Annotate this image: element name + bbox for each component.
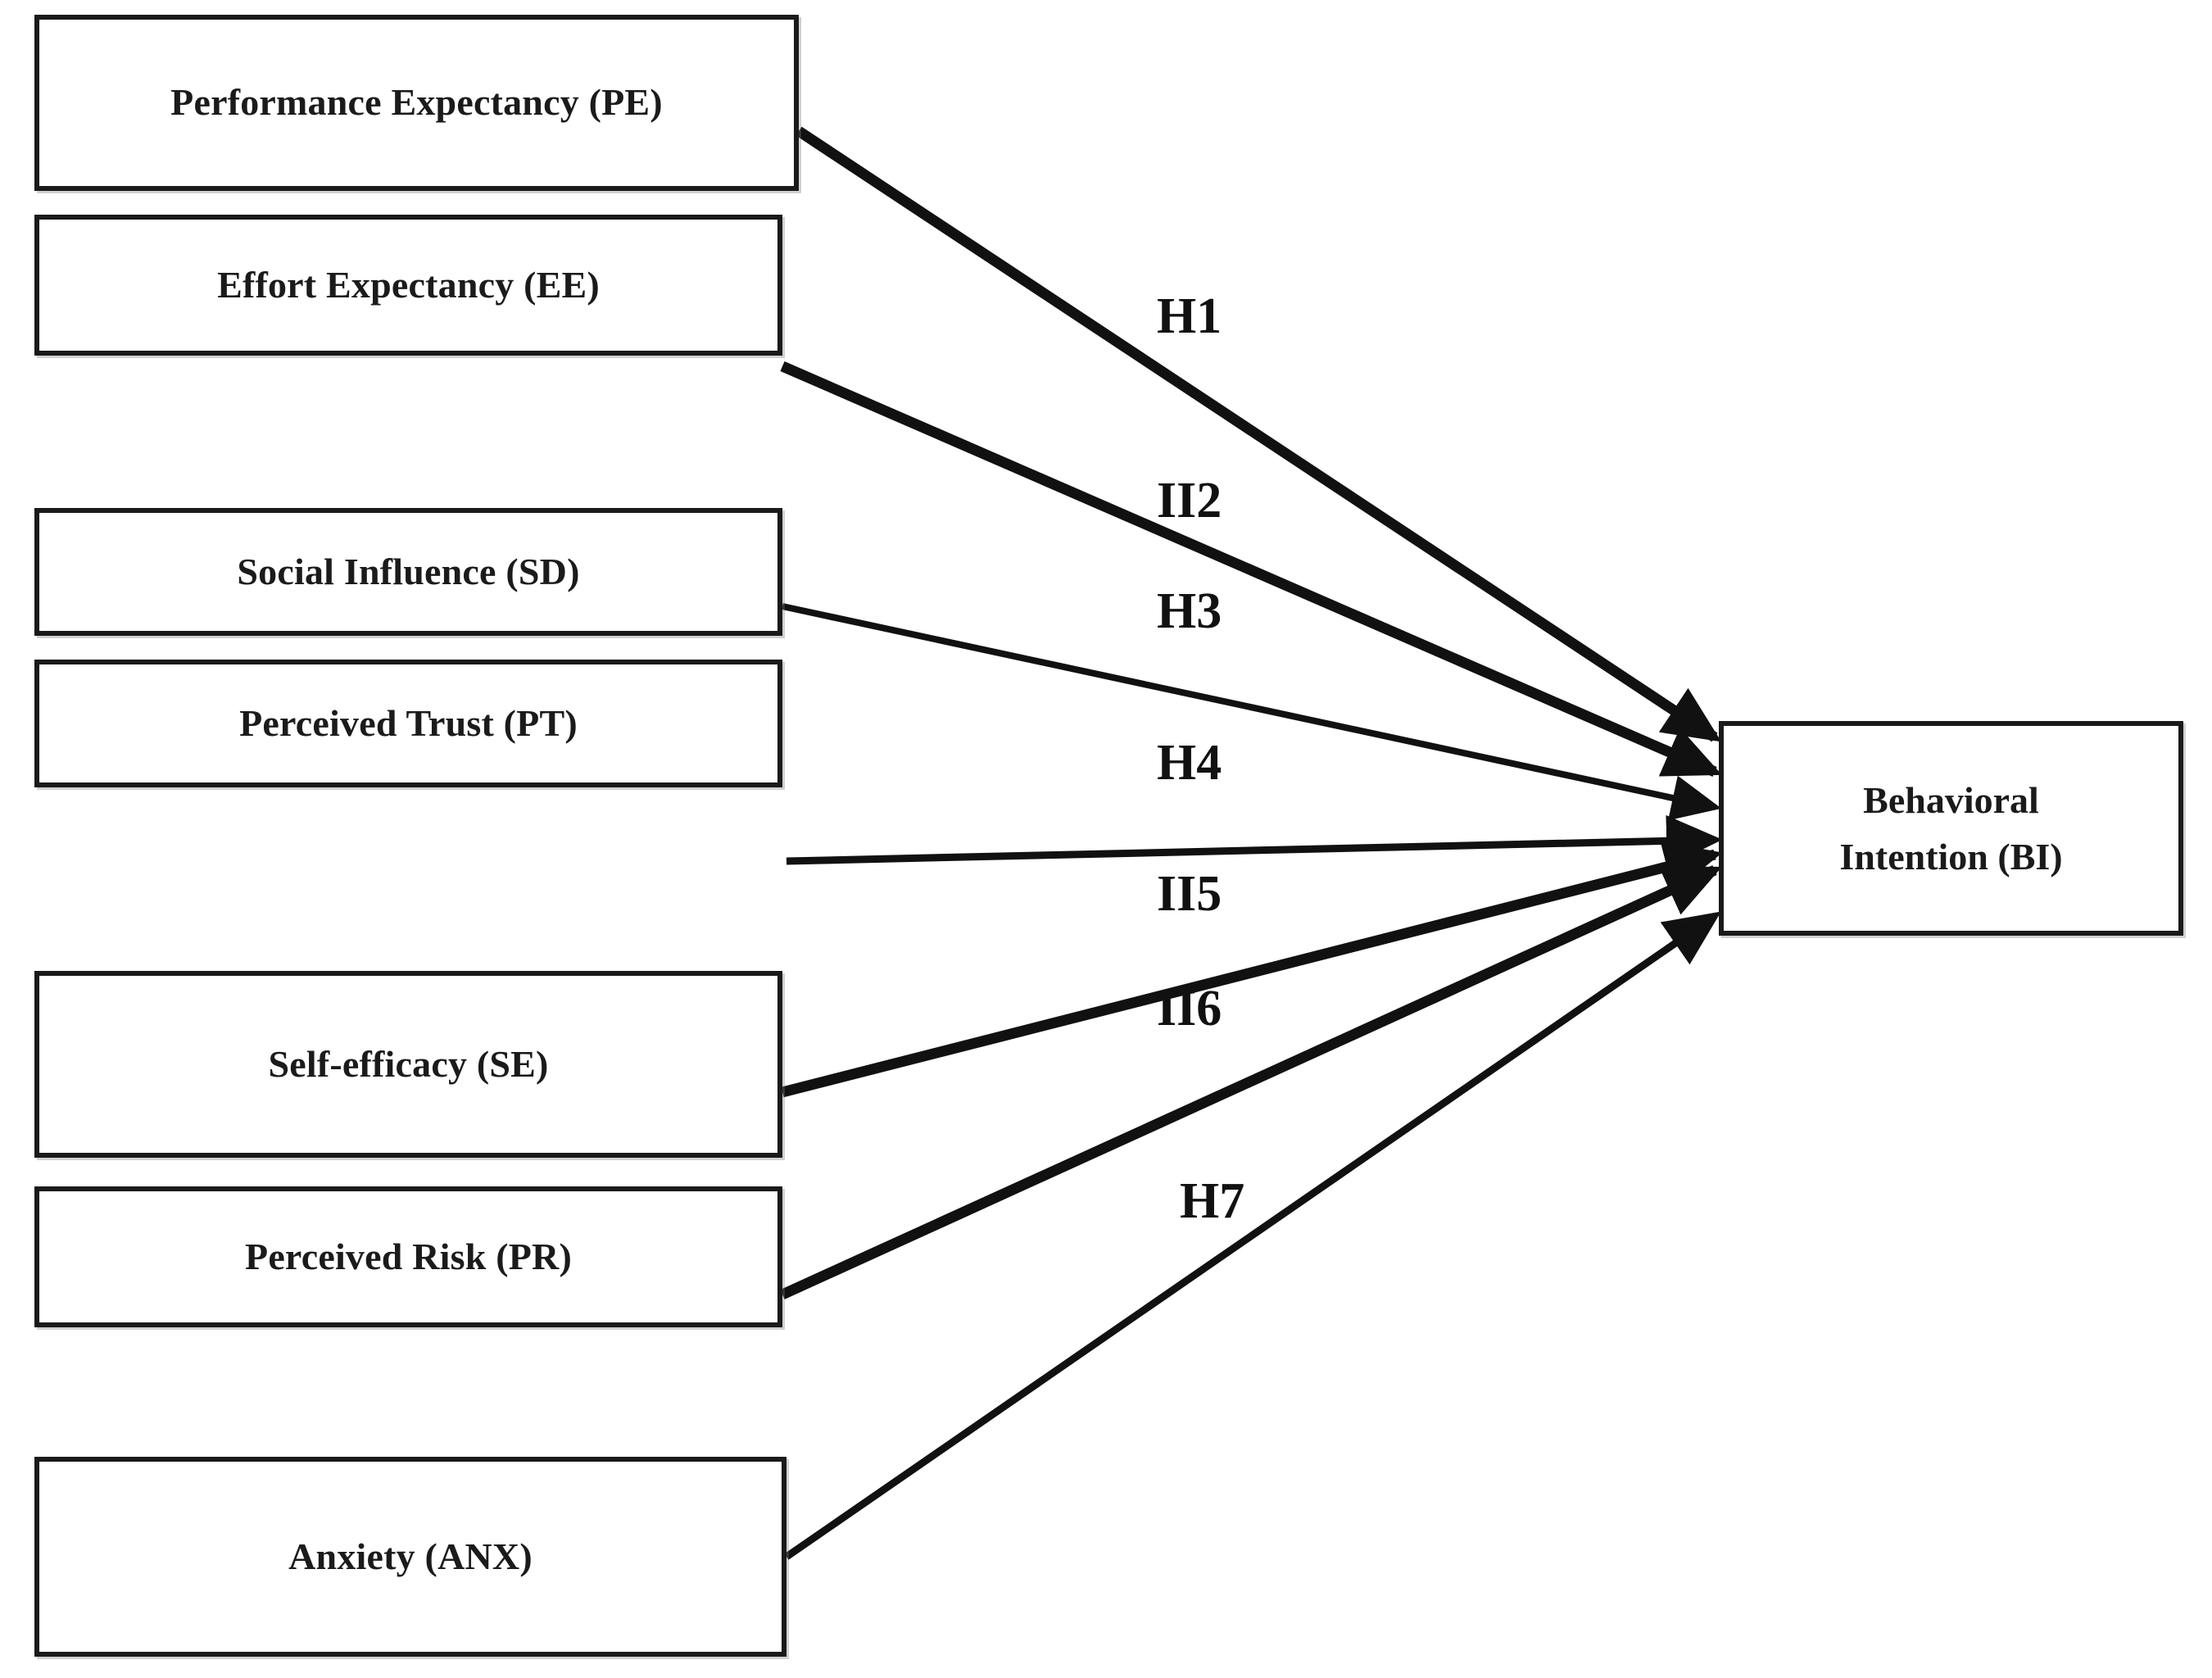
hypothesis-label-h6: II6 — [1157, 981, 1222, 1036]
path-arrow-h4 — [786, 814, 1723, 867]
hypothesis-label-h5: II5 — [1157, 866, 1222, 922]
path-arrow-h7 — [784, 911, 1721, 1560]
construct-label-ee: Effort Expectancy (EE) — [217, 263, 600, 306]
construct-box-pr[interactable]: Perceived Risk (PR) — [34, 1186, 782, 1327]
outcome-box-bi[interactable]: Behavioral Intention (BI) — [1719, 721, 2183, 936]
hypothesis-label-h3: H3 — [1157, 583, 1222, 639]
construct-box-anx[interactable]: Anxiety (ANX) — [34, 1457, 786, 1657]
outcome-label-line1: Behavioral — [1863, 779, 2039, 821]
construct-label-anx: Anxiety (ANX) — [288, 1535, 533, 1577]
construct-label-pt: Perceived Trust (PT) — [239, 701, 578, 744]
construct-label-se: Self-efficacy (SE) — [268, 1042, 549, 1085]
hypothesis-label-h2: II2 — [1157, 473, 1222, 528]
construct-label-pe: Performance Expectancy (PE) — [170, 81, 663, 124]
construct-label-sd: Social Influence (SD) — [237, 550, 580, 592]
path-arrow-h2 — [780, 361, 1723, 777]
construct-box-pe[interactable]: Performance Expectancy (PE) — [34, 15, 799, 191]
hypothesis-label-h7: H7 — [1180, 1173, 1245, 1229]
outcome-label-bi: Behavioral Intention (BI) — [1839, 772, 2062, 885]
hypothesis-label-h4: H4 — [1157, 735, 1222, 791]
path-arrow-h3 — [782, 603, 1722, 821]
construct-box-se[interactable]: Self-efficacy (SE) — [34, 971, 782, 1158]
path-arrow-h5 — [781, 841, 1723, 1098]
construct-box-sd[interactable]: Social Influence (SD) — [34, 508, 782, 636]
outcome-label-line2: Intention (BI) — [1839, 836, 2063, 878]
construct-label-pr: Perceived Risk (PR) — [245, 1235, 572, 1277]
construct-box-pt[interactable]: Perceived Trust (PT) — [34, 660, 782, 787]
path-arrow-h1 — [796, 126, 1722, 742]
path-arrow-h6 — [780, 865, 1722, 1299]
construct-box-ee[interactable]: Effort Expectancy (EE) — [34, 215, 782, 356]
hypothesis-label-h1: H1 — [1157, 288, 1222, 344]
